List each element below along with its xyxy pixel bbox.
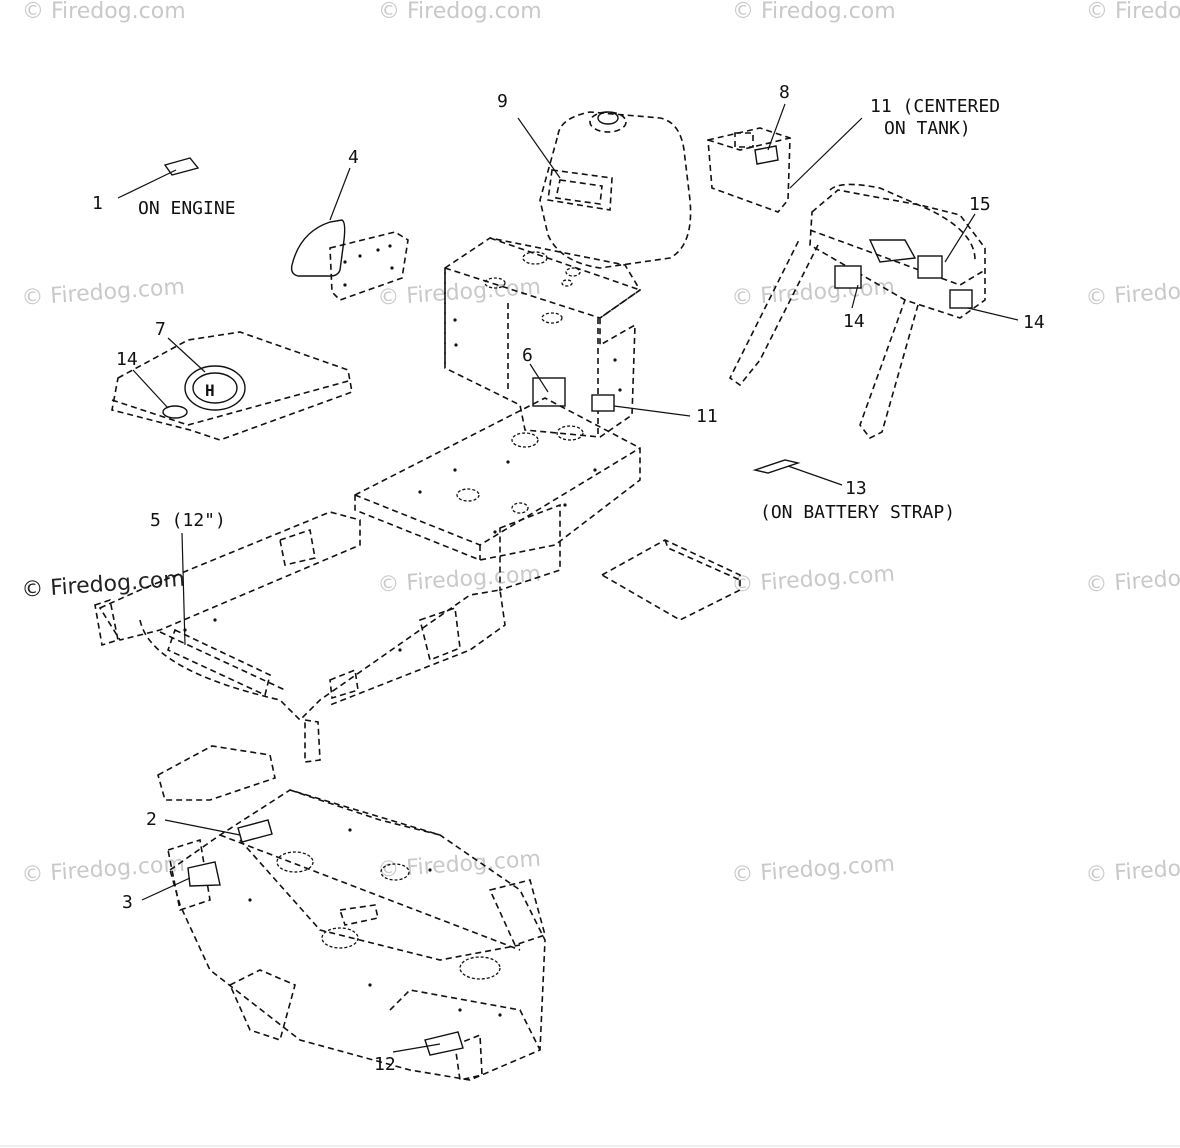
watermark: © Firedog.com (1085, 852, 1180, 888)
watermark: © Firedog.com (377, 562, 542, 598)
watermark: © Firedog.com (377, 847, 542, 883)
watermark: © Firedog.com (378, 0, 542, 24)
bracket-panel (329, 231, 409, 301)
callout-layer: 1 ON ENGINE 4 9 8 11 (CENTERED ON TANK) … (92, 82, 1045, 1075)
callout-11-tower: 11 (696, 406, 718, 427)
watermark: © Firedog.com (731, 562, 896, 598)
watermark: © Firedog.com (21, 852, 186, 888)
floor-plate (600, 539, 741, 621)
watermark: © Firedog.com (21, 275, 186, 311)
callout-12: 12 (374, 1054, 396, 1075)
callout-2: 2 (146, 809, 157, 830)
watermark: © Firedog.com (1085, 275, 1180, 311)
callout-11-centered: 11 (CENTERED (870, 96, 1000, 117)
callout-11-centered-line2: ON TANK) (884, 118, 971, 139)
callout-6: 6 (522, 345, 533, 366)
rops-frame (728, 183, 1019, 440)
watermark: © Firedog.com (1085, 562, 1180, 598)
mower-deck (141, 745, 546, 1081)
callout-9: 9 (497, 91, 508, 112)
decal-1 (117, 157, 200, 199)
callout-3: 3 (122, 892, 133, 913)
logo-mark: H (205, 381, 215, 400)
callout-13: 13 (845, 478, 867, 499)
control-tower (444, 237, 691, 438)
callout-14-left: 14 (116, 349, 138, 370)
callout-1-note: ON ENGINE (138, 198, 236, 219)
fuel-tank (517, 111, 692, 269)
callout-14-seat: 14 (843, 311, 865, 332)
reservoir (707, 103, 863, 213)
callout-5: 5 (12") (150, 510, 226, 531)
watermark: © Firedog.com (1086, 0, 1180, 24)
callout-7: 7 (155, 319, 166, 340)
callout-1: 1 (92, 193, 103, 214)
callout-13-note: (ON BATTERY STRAP) (760, 502, 955, 523)
watermark: © Firedog.com (22, 0, 186, 24)
callout-4: 4 (348, 147, 359, 168)
callout-14-right: 14 (1023, 312, 1045, 333)
decal-13 (752, 459, 843, 486)
watermark: © Firedog.com (377, 275, 542, 311)
decal-4 (290, 167, 351, 277)
callout-8: 8 (779, 82, 790, 103)
watermark: © Firedog.com (731, 852, 896, 888)
callout-15: 15 (969, 194, 991, 215)
left-panel: H (111, 331, 353, 441)
watermark: © Firedog.com (732, 0, 896, 24)
watermark: © Firedog.com (21, 567, 186, 603)
main-chassis (94, 397, 641, 763)
